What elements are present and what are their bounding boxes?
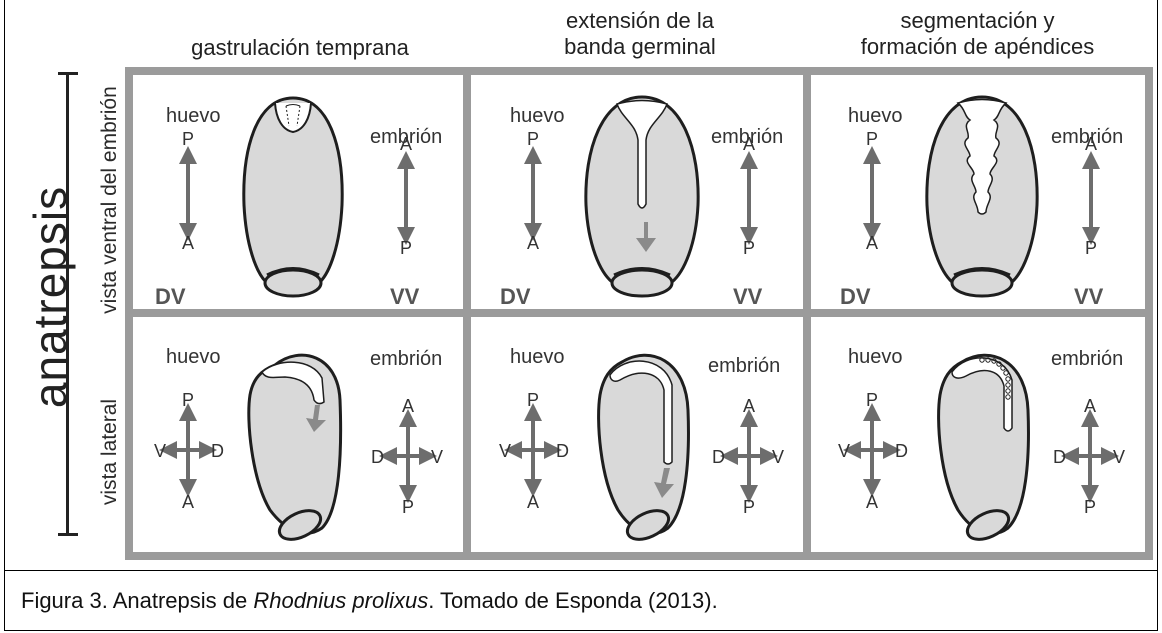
axis-A-embryo-2: A [743, 134, 755, 155]
egg-ventral-3 [927, 97, 1037, 296]
label-vv-3: VV [1074, 284, 1103, 310]
axis-V-embryo-4: V [431, 447, 443, 468]
axis-A-egg-4: A [182, 492, 194, 513]
axis-P-egg-3: P [866, 129, 878, 150]
label-egg-1: huevo [166, 105, 221, 128]
axis-A-embryo-3: A [1085, 134, 1097, 155]
axis-V-egg-4: V [154, 441, 166, 462]
caption-suffix: . Tomado de Esponda (2013). [428, 588, 717, 613]
axis-D-embryo-6: D [1053, 447, 1066, 468]
axis-A-embryo-1: A [400, 134, 412, 155]
axis-P-embryo-6: P [1084, 497, 1096, 518]
axis-A-egg-1: A [182, 233, 194, 254]
label-embryo-6: embrión [1051, 348, 1123, 371]
egg-lateral-2 [599, 355, 689, 545]
label-embryo-5: embrión [708, 355, 780, 378]
axis-P-egg-5: P [527, 390, 539, 411]
axis-V-embryo-5: V [772, 447, 784, 468]
label-egg-4: huevo [166, 346, 221, 369]
label-dv-2: DV [500, 284, 531, 310]
axis-V-egg-5: V [499, 441, 511, 462]
label-egg-5: huevo [510, 346, 565, 369]
axis-A-egg-5: A [527, 492, 539, 513]
axis-A-egg-2: A [527, 233, 539, 254]
axis-P-egg-2: P [527, 129, 539, 150]
label-dv-1: DV [155, 284, 186, 310]
axis-A-egg-6: A [866, 492, 878, 513]
axis-P-egg-1: P [182, 129, 194, 150]
label-egg-3: huevo [848, 105, 903, 128]
caption-prefix: Figura 3. Anatrepsis de [21, 588, 253, 613]
egg-lateral-1 [249, 355, 341, 545]
axis-A-embryo-5: A [743, 396, 755, 417]
axis-D-embryo-5: D [712, 447, 725, 468]
axis-D-egg-6: D [895, 441, 908, 462]
axis-D-embryo-4: D [371, 447, 384, 468]
axis-P-embryo-5: P [743, 497, 755, 518]
label-egg-2: huevo [510, 105, 565, 128]
label-vv-1: VV [390, 284, 419, 310]
egg-ventral-2 [586, 97, 698, 296]
egg-lateral-3 [939, 355, 1029, 545]
caption-species: Rhodnius prolixus [253, 588, 428, 613]
axis-D-egg-4: D [211, 441, 224, 462]
axis-V-egg-6: V [838, 441, 850, 462]
axis-P-embryo-2: P [743, 238, 755, 259]
axis-P-embryo-4: P [402, 497, 414, 518]
axis-V-embryo-6: V [1113, 447, 1125, 468]
axis-A-egg-3: A [866, 233, 878, 254]
egg-ventral-1 [244, 98, 342, 296]
axis-P-egg-4: P [182, 390, 194, 411]
axis-P-egg-6: P [866, 390, 878, 411]
caption-separator [4, 570, 1158, 571]
label-vv-2: VV [733, 284, 762, 310]
axis-D-egg-5: D [556, 441, 569, 462]
axis-P-embryo-1: P [400, 238, 412, 259]
axis-P-embryo-3: P [1085, 238, 1097, 259]
figure-caption: Figura 3. Anatrepsis de Rhodnius prolixu… [21, 588, 718, 614]
axis-A-embryo-6: A [1084, 396, 1096, 417]
label-dv-3: DV [840, 284, 871, 310]
label-egg-6: huevo [848, 346, 903, 369]
label-embryo-4: embrión [370, 348, 442, 371]
axis-A-embryo-4: A [402, 396, 414, 417]
